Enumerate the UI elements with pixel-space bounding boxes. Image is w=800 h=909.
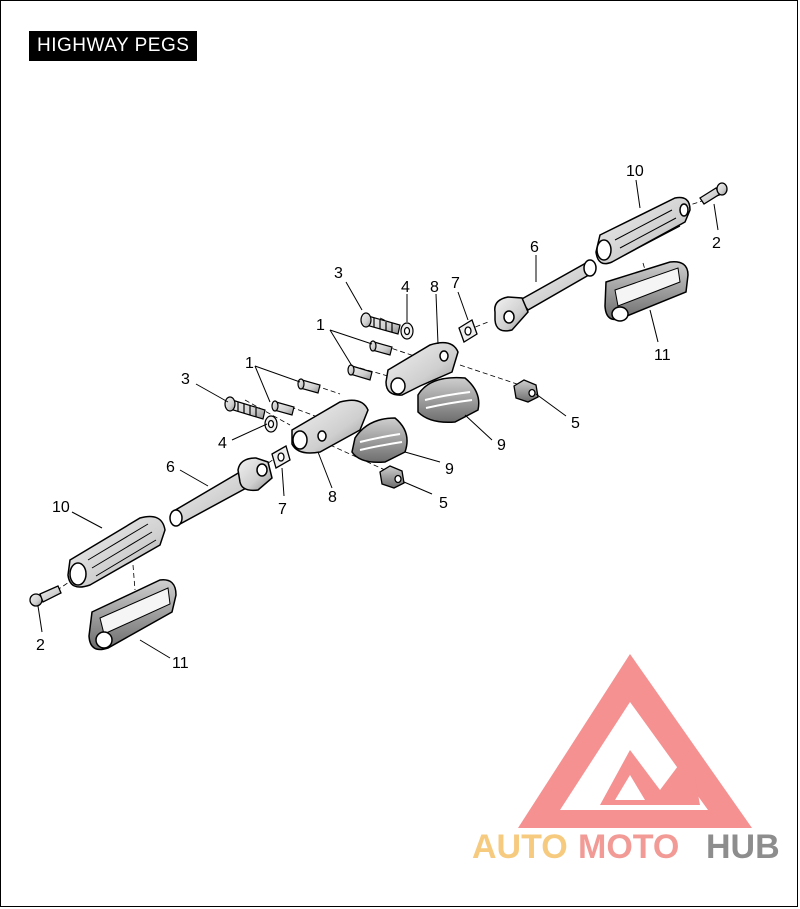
watermark-text: AUTO MOTO HUB (472, 828, 780, 866)
watermark-auto: AUTO (472, 828, 568, 866)
callout-labels: 10 2 6 3 4 8 7 1 11 5 9 1 3 4 6 9 8 5 7 … (36, 163, 721, 672)
callout-6-left: 6 (166, 459, 175, 476)
clamp-upper (385, 341, 459, 396)
callout-5-mid: 5 (439, 495, 448, 512)
screw-upper (699, 182, 728, 205)
long-bolt-middle (224, 396, 266, 420)
clamp-middle (291, 399, 369, 454)
callout-8-mid: 8 (328, 489, 337, 506)
callout-10-left: 10 (52, 499, 70, 516)
callout-7-top: 7 (451, 275, 460, 292)
callout-5-right: 5 (571, 415, 580, 432)
rubber-pad-upper (604, 261, 689, 322)
long-bolt-upper (360, 312, 401, 335)
callout-11-top: 11 (654, 347, 671, 364)
watermark-hub: HUB (706, 828, 780, 866)
page-title: HIGHWAY PEGS (29, 31, 198, 61)
callout-6-top: 6 (530, 239, 539, 256)
callout-10-top: 10 (626, 163, 644, 180)
callout-3-top: 3 (334, 265, 343, 282)
callout-8-top: 8 (430, 279, 439, 296)
callout-9-right: 9 (497, 437, 506, 454)
mounting-pin-upper (494, 259, 597, 332)
bolts-middle (271, 378, 321, 416)
watermark-logo (518, 654, 752, 828)
footpeg-lower (67, 515, 166, 588)
nut-middle (379, 465, 405, 489)
rubber-pad-lower (88, 579, 177, 651)
clamp-band-upper (417, 376, 480, 424)
callout-9-mid: 9 (445, 461, 454, 478)
screw-lower (29, 585, 62, 607)
callout-2-top: 2 (712, 235, 721, 252)
footpeg-upper (595, 196, 691, 265)
watermark-moto: MOTO (578, 828, 679, 866)
washer4-upper (400, 322, 414, 340)
callout-1-top: 1 (316, 317, 325, 334)
washer-upper (458, 319, 478, 343)
callout-1-left: 1 (245, 355, 254, 372)
callout-11-left: 11 (172, 655, 189, 672)
callout-7-mid: 7 (278, 501, 287, 518)
mounting-pin-middle (169, 457, 273, 527)
clamp-band-middle (351, 417, 408, 464)
washer4-middle (264, 415, 278, 433)
leader-lines (37, 179, 719, 659)
callout-4-left: 4 (218, 435, 227, 452)
callout-2-left: 2 (36, 637, 45, 654)
nut-upper (513, 379, 539, 403)
washer-middle (271, 445, 291, 469)
bolts-upper (347, 340, 393, 381)
callout-3-left: 3 (181, 371, 190, 388)
callout-4-top: 4 (401, 279, 410, 296)
